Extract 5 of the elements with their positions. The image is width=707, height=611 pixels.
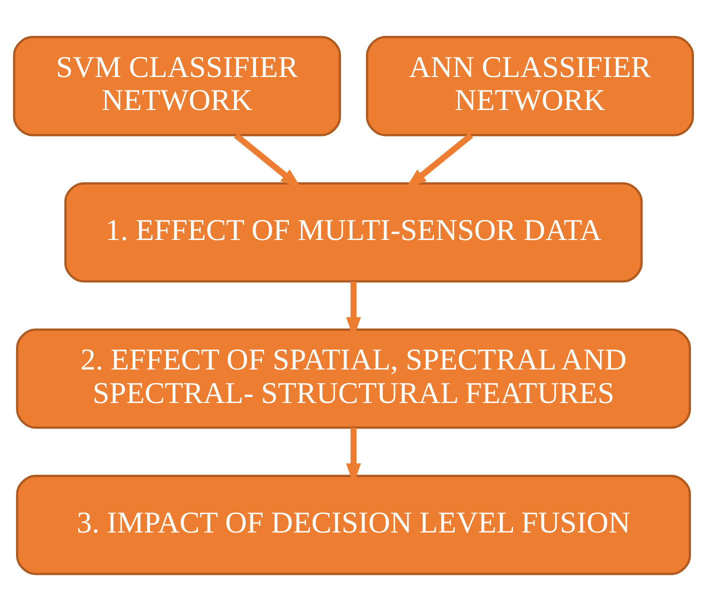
node-box: SVM CLASSIFIER NETWORK [13,36,342,136]
node-box: 1. EFFECT OF MULTI-SENSOR DATA [64,182,643,282]
node-box: 2. EFFECT OF SPATIAL, SPECTRAL AND SPECTRAL- STRUCTURAL FEATURES [16,328,691,429]
node-box: ANN CLASSIFIER NETWORK [366,36,694,136]
node-box: 3. IMPACT OF DECISION LEVEL FUSION [16,474,691,576]
